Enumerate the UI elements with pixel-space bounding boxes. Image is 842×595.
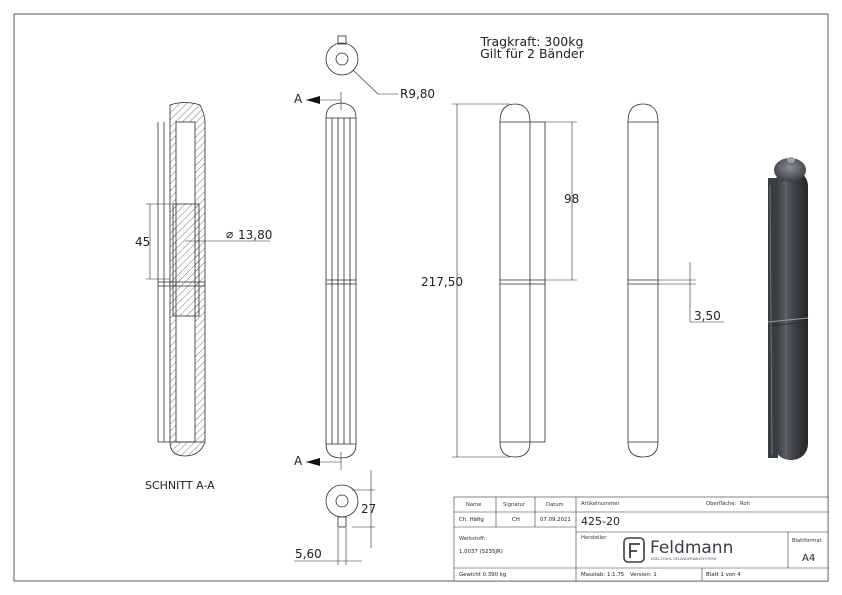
tb-massstab: Masstab: 1:1.75	[581, 572, 625, 578]
view-marker-a-top: A	[294, 92, 303, 106]
front-view	[294, 35, 398, 565]
sheet-frame	[13, 13, 829, 582]
tb-header-signatur: Signatur	[503, 502, 525, 508]
dim-radius: R9,80	[400, 87, 436, 101]
dim-diameter: 13,80	[238, 228, 273, 242]
section-label: SCHNITT A-A	[145, 479, 215, 492]
tb-header-datum: Datum	[546, 502, 564, 508]
title-block	[453, 496, 829, 582]
section-view	[146, 102, 270, 457]
tb-blatt: Blatt 1 von 4	[706, 572, 741, 578]
dim-overall-length: 217,50	[421, 275, 463, 289]
diameter-icon: ⌀	[226, 227, 234, 241]
tb-version: Version: 1	[630, 572, 657, 578]
view-marker-a-bottom: A	[294, 454, 303, 468]
dim-upper-length: 98	[564, 192, 580, 206]
tb-werkstoff: 1.0037 (S235JR)	[459, 549, 503, 555]
tb-oberflaeche: Roh	[740, 501, 750, 507]
tb-header-name: Name	[466, 502, 482, 508]
tb-blattformat-label: Blattformat	[792, 538, 822, 544]
tb-gewicht: Gewicht 0.390 kg	[459, 572, 507, 578]
tb-werkstoff-label: Werkstoff:	[459, 536, 486, 542]
tb-artikelnummer: 425-20	[581, 515, 620, 528]
tb-artikelnummer-label: Artikelnummer	[581, 501, 620, 507]
tb-oberflaeche-label: Oberfläche:	[706, 501, 737, 507]
dim-pin-width: 5,60	[295, 547, 322, 561]
side-view-2	[627, 103, 724, 458]
tb-blattformat: A4	[802, 553, 816, 564]
load-capacity-note: Tragkraft: 300kg	[480, 34, 584, 49]
brand-logo-text: Feldmann	[650, 538, 734, 558]
tb-author-name: Ch. Häfig	[459, 517, 484, 523]
side-view	[452, 103, 577, 458]
brand-tagline: EDELSTAHL GELÄNDERBAUSYSTEME	[651, 557, 717, 561]
dim-gap: 3,50	[694, 309, 721, 323]
tb-author-signatur: CH	[512, 517, 520, 523]
applies-note: Gilt für 2 Bänder	[480, 46, 584, 61]
tb-hersteller-label: Hersteller	[581, 535, 607, 541]
rendered-hinge-image	[767, 157, 809, 460]
tb-author-datum: 07.09.2021	[540, 517, 571, 523]
dim-height-45: 45	[135, 235, 151, 249]
dim-pin-offset: 27	[361, 502, 377, 516]
